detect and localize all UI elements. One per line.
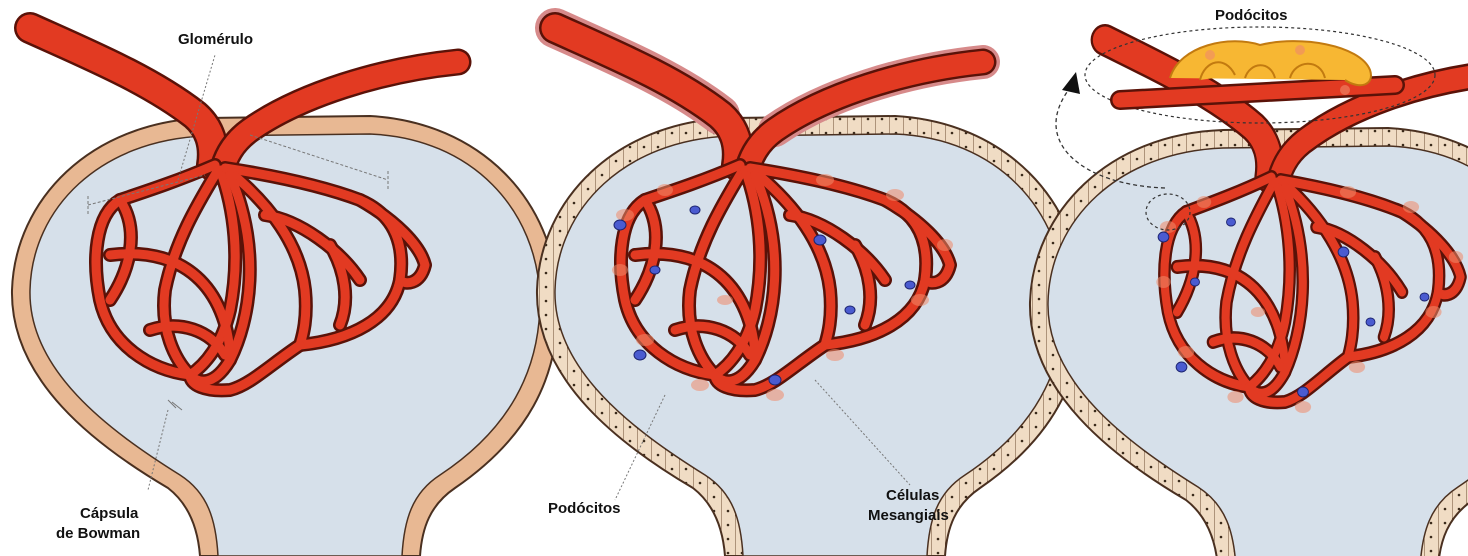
capsula-label-line1: Cápsula: [80, 505, 139, 522]
podocitos-label-mid: Podócitos: [548, 500, 621, 517]
panel-1: Glomérulo Cápsula de Bowman: [12, 28, 558, 556]
capsula-label-line2: de Bowman: [56, 525, 140, 542]
celulas-label-line2: Mesangiais: [868, 507, 949, 524]
panel-2: [537, 28, 1083, 556]
celulas-label-line1: Células: [886, 487, 939, 504]
glomerulo-label: Glomérulo: [178, 31, 253, 48]
panel-3: [1030, 40, 1468, 556]
podocitos-label-top: Podócitos: [1215, 7, 1288, 24]
